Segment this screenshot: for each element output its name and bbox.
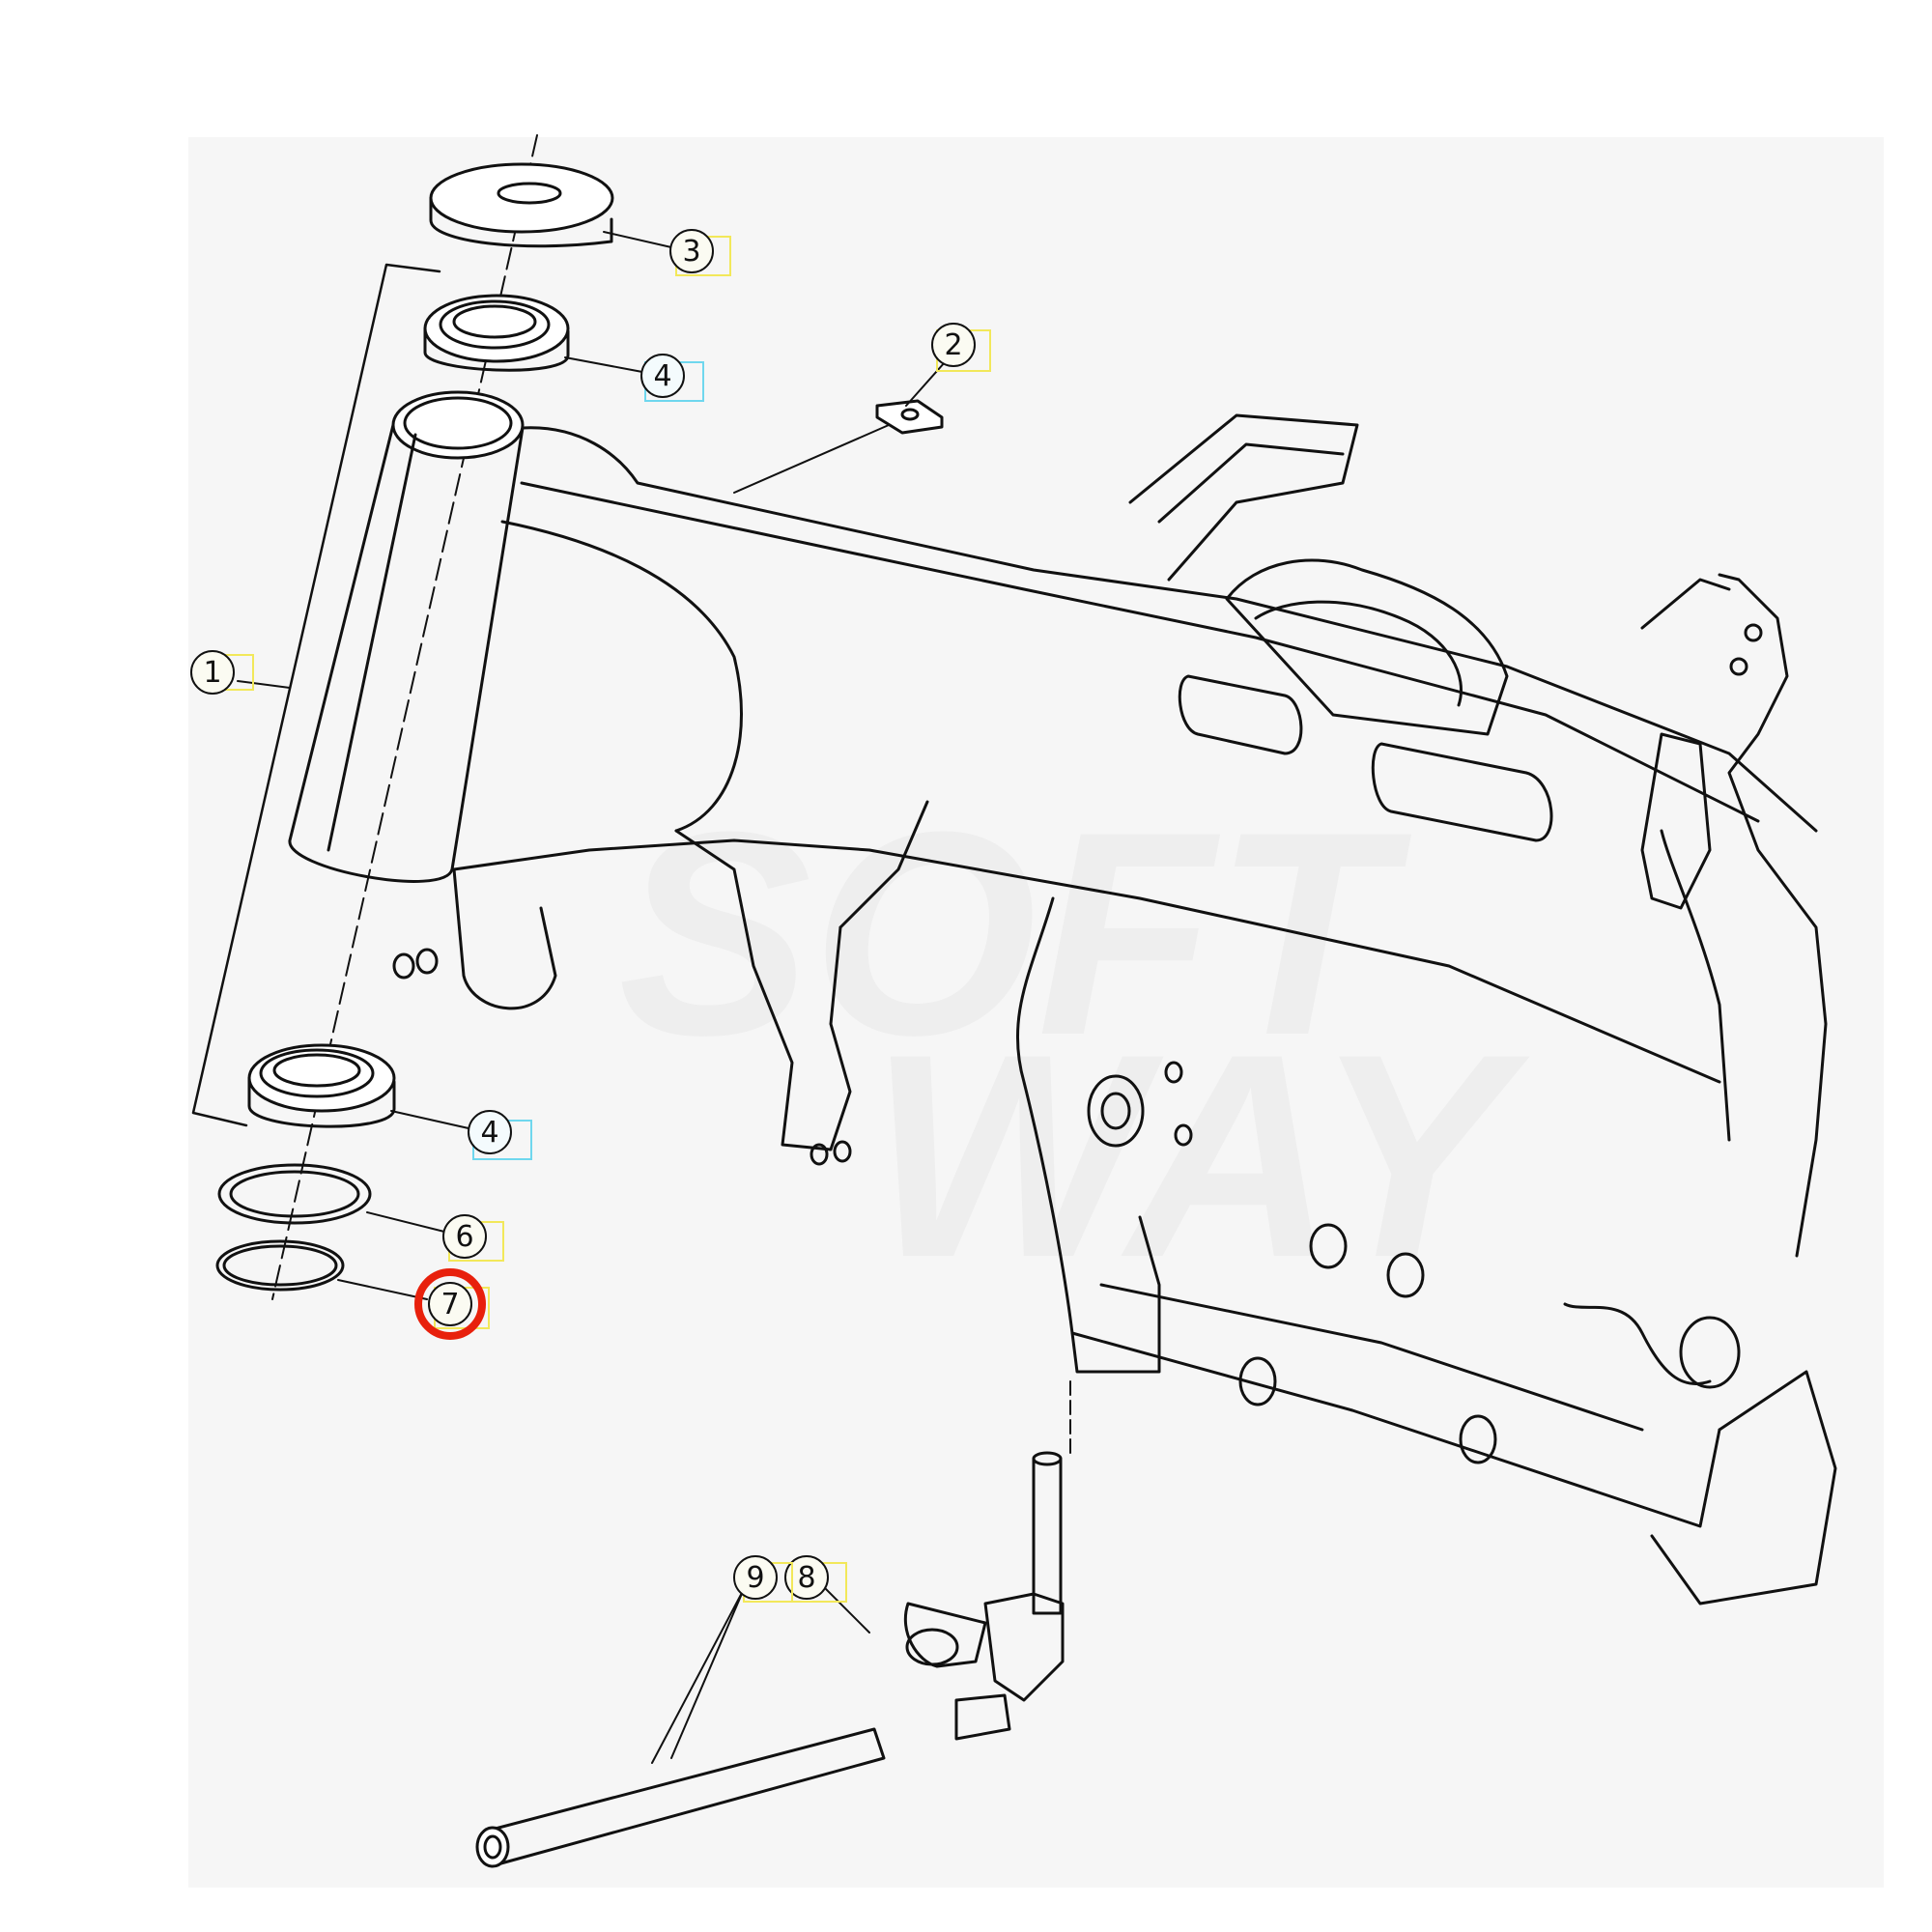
callout-6-label: 6 <box>455 1220 473 1254</box>
leader-9b <box>670 1588 745 1759</box>
callout-7-label: 7 <box>440 1288 459 1321</box>
leader-9a <box>651 1588 745 1764</box>
watermark-line2: WAY <box>869 993 1532 1318</box>
callout-2: 2 <box>931 323 991 372</box>
leader-4b <box>390 1110 469 1129</box>
callout-9: 9 <box>733 1555 793 1603</box>
callout-1: 1 <box>190 650 254 695</box>
callout-9-label: 9 <box>746 1561 764 1595</box>
callout-4a: 4 <box>640 354 704 402</box>
leader-1 <box>237 680 291 689</box>
callout-7-highlight <box>414 1268 486 1340</box>
group-bracket <box>191 263 441 1127</box>
leader-2b <box>733 424 890 494</box>
callout-8-label: 8 <box>797 1561 815 1595</box>
side-stand-assembly <box>475 1380 1071 1868</box>
callout-3-label: 3 <box>682 235 700 269</box>
leader-6 <box>366 1211 445 1233</box>
callout-8: 8 <box>784 1555 847 1603</box>
top-washer <box>429 162 614 248</box>
callout-7: 7 <box>414 1268 490 1340</box>
main-frame <box>288 390 1837 1605</box>
callout-4b: 4 <box>468 1110 532 1160</box>
leader-2 <box>905 361 946 407</box>
leader-4a <box>564 356 643 373</box>
upper-bearing <box>423 294 570 372</box>
lower-bearing <box>247 1043 396 1128</box>
callout-4b-label: 4 <box>480 1116 498 1150</box>
watermark-line1: SOFT <box>618 771 1413 1095</box>
callout-6: 6 <box>442 1214 504 1262</box>
callout-4a-label: 4 <box>653 359 671 393</box>
callouts: 1 2 3 4 4 6 <box>190 229 991 1603</box>
callout-3: 3 <box>669 229 731 276</box>
leader-lines <box>237 231 946 1764</box>
callout-2-label: 2 <box>944 328 962 362</box>
clip-nut-2 <box>875 399 944 435</box>
seal-ring-6 <box>217 1163 372 1225</box>
callout-1-label: 1 <box>203 656 221 690</box>
leader-7 <box>337 1279 428 1300</box>
leader-3 <box>603 231 672 248</box>
o-ring-7 <box>215 1239 345 1292</box>
